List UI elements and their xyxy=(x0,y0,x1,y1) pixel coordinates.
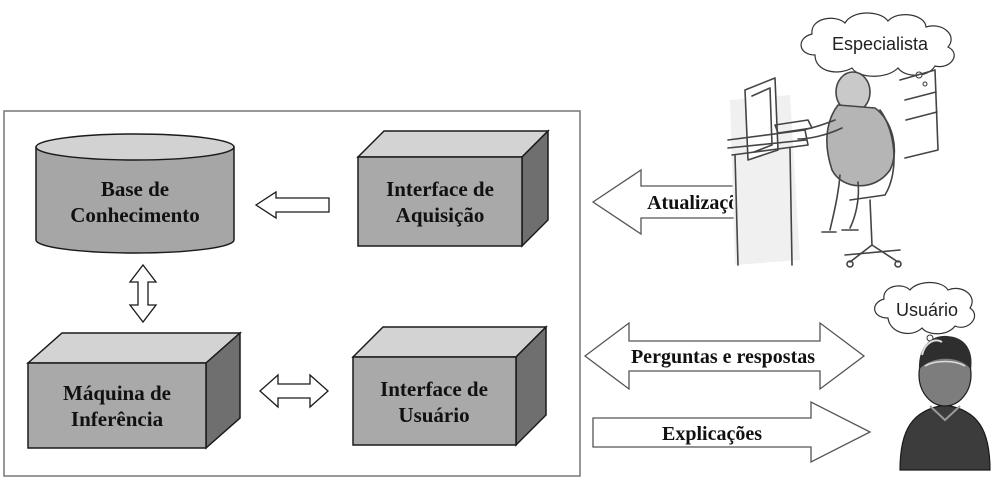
inference-engine-box: Máquina de Inferência xyxy=(26,331,242,450)
user-interface-label-line2: Usuário xyxy=(398,403,469,427)
knowledge-base-label-line1: Base de xyxy=(101,177,169,201)
inference-user-interface-double-arrow xyxy=(259,373,329,409)
specialist-thought-cloud: Especialista xyxy=(800,12,955,87)
inference-engine-label-line2: Inferência xyxy=(71,407,164,431)
acquisition-to-knowledge-arrow xyxy=(254,190,330,220)
updates-arrow-label: Atualizações xyxy=(647,192,755,214)
explanations-arrow: Explicações xyxy=(592,400,872,464)
inference-engine-label-line1: Máquina de xyxy=(63,381,171,405)
questions-answers-label: Perguntas e respostas xyxy=(631,346,815,368)
acquisition-interface-label-line2: Aquisição xyxy=(396,203,485,227)
user-avatar-icon xyxy=(899,335,991,471)
acquisition-interface-box: Interface de Aquisição xyxy=(356,129,550,248)
knowledge-inference-double-arrow xyxy=(128,263,158,324)
user-label: Usuário xyxy=(896,300,958,320)
system-boundary-frame xyxy=(3,110,581,477)
user-interface-label-line1: Interface de xyxy=(380,377,488,401)
person-at-computer-sketch-icon xyxy=(727,69,939,268)
user-interface-box: Interface de Usuário xyxy=(351,325,548,447)
user-thought-cloud: Usuário xyxy=(874,281,976,349)
knowledge-base-cylinder: Base de Conhecimento xyxy=(35,133,235,254)
specialist-label: Especialista xyxy=(832,34,929,54)
questions-answers-double-arrow: Perguntas e respostas xyxy=(583,321,866,391)
explanations-arrow-label: Explicações xyxy=(662,423,762,445)
knowledge-base-label-line2: Conhecimento xyxy=(70,203,200,227)
acquisition-interface-label-line1: Interface de xyxy=(386,177,494,201)
